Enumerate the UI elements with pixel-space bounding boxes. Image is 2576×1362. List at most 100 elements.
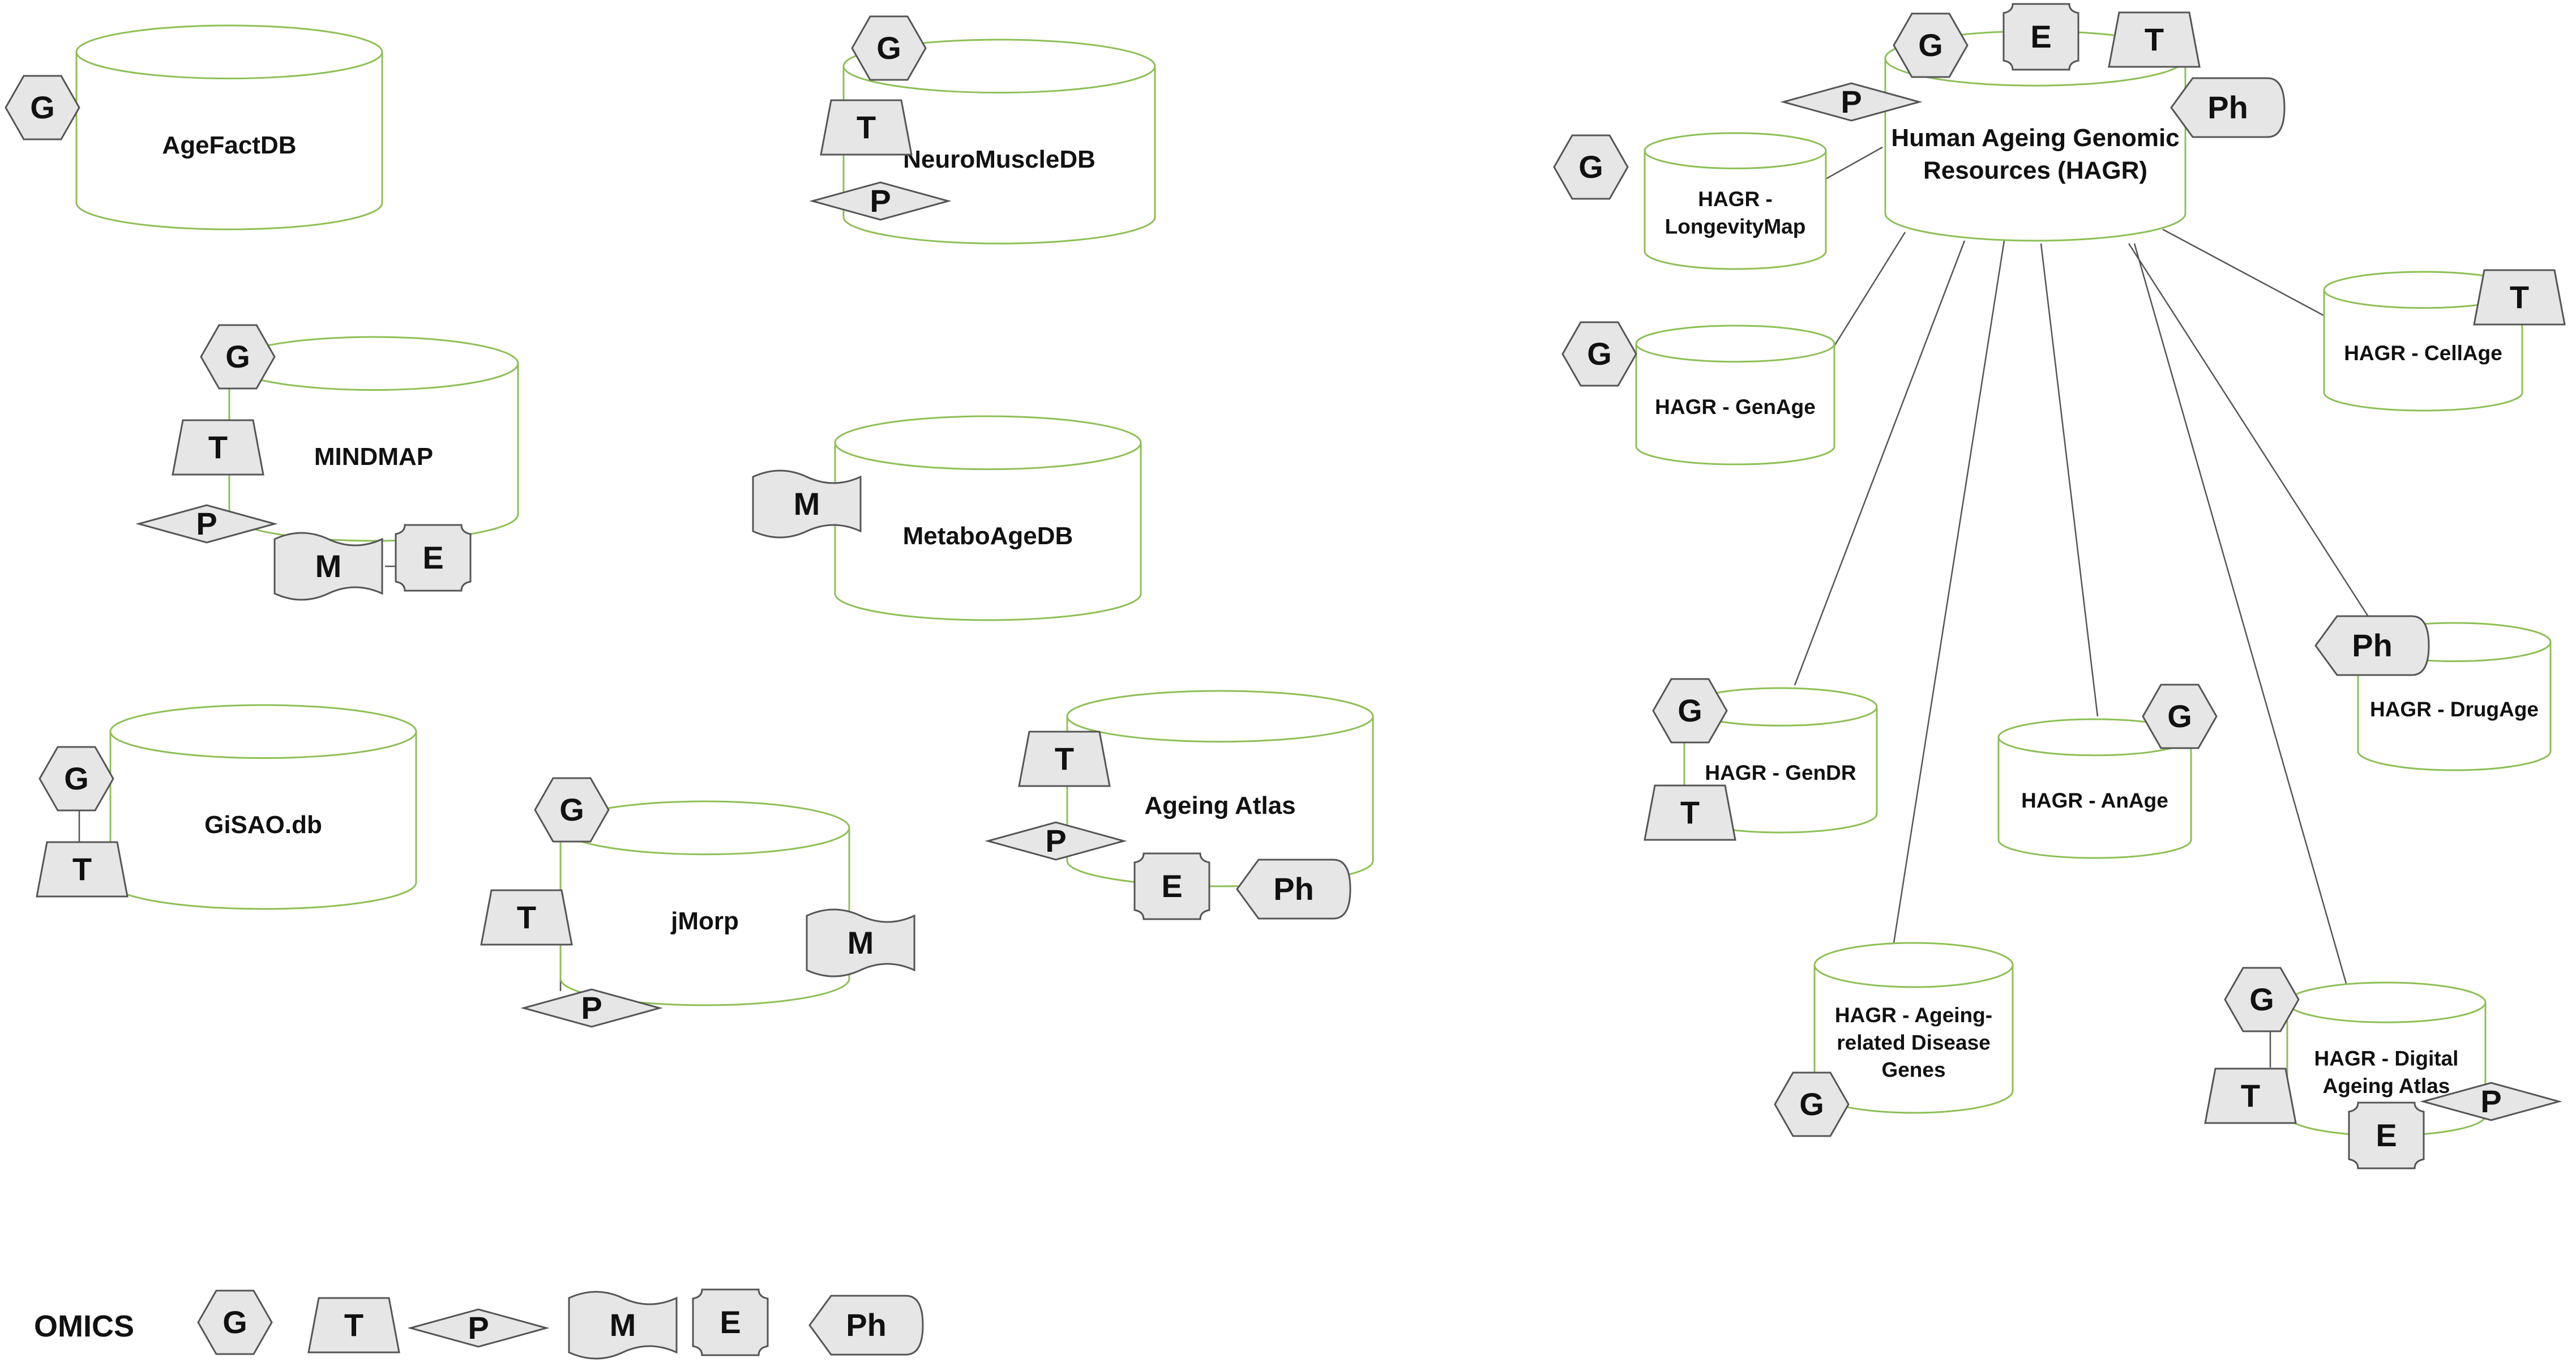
omics-code-label: P [196,506,217,541]
omics-code-label: Ph [2207,89,2248,125]
omics-badge-t-gisao: T [36,841,129,898]
database-name-line: MINDMAP [314,443,433,471]
omics-badge-t-hagr: T [2108,11,2201,68]
database-name-line: Genes [1881,1058,1945,1081]
omics-badge-g-hagr-ageing-related-disease-genes: G [1774,1071,1850,1137]
link-hagr-cellage [2162,228,2327,318]
omics-code-label: E [1161,868,1182,904]
omics-code-label: G [1578,149,1603,185]
omics-code-label: M [610,1307,636,1343]
omics-badge-g-hagr-gendr: G [1652,678,1728,744]
database-hagr-cellage: HAGR - CellAge [2323,271,2523,412]
link-hagr-gendr [1794,240,1966,686]
database-name-line: HAGR - [1698,187,1773,211]
omics-code-label: M [794,486,820,522]
legend-badge-g: G [197,1290,273,1355]
legend-badge-ph: Ph [808,1295,924,1356]
omics-badge-m-metaboagedb: M [752,469,862,539]
database-ageing-atlas: Ageing Atlas [1066,690,1374,887]
link-hagr-drugage [2128,243,2379,632]
omics-code-label: G [559,792,584,827]
omics-badge-t-neuromuscledb: T [820,99,913,156]
database-name-line: AgeFactDB [162,131,296,159]
link-hagr-anage [2040,243,2099,717]
database-name-line: HAGR - Digital [2314,1047,2459,1070]
databases: AgeFactDB NeuroMuscleDB MINDMAP MetaboAgeDB… [75,24,2552,1137]
omics-code-label: T [2241,1078,2260,1113]
omics-badge-p-ageing-atlas: P [985,821,1127,861]
omics-code-label: G [876,30,901,66]
omics-code-label: E [2030,19,2051,54]
database-name-line: HAGR - DrugAge [2370,698,2539,721]
omics-badge-m-jmorp: M [806,908,915,977]
omics-badge-g-jmorp: G [534,777,610,843]
omics-badge-p-jmorp: P [520,988,663,1028]
omics-code-label: T [2145,22,2164,57]
database-name-line: Ageing Atlas [2323,1074,2450,1098]
database-name-line: Human Ageing Genomic [1891,124,2179,152]
omics-badge-p-hagr: P [1780,82,1923,122]
omics-badge-g-hagr-anage: G [2142,684,2218,749]
omics-code-label: Ph [1273,871,1314,907]
omics-code-label: E [720,1304,741,1340]
omics-code-label: G [30,89,55,125]
omics-badge-g-hagr-longevitymap: G [1553,134,1629,200]
omics-badge-t-ageing-atlas: T [1018,731,1111,787]
database-jmorp: jMorp [559,800,850,1006]
omics-code-label: T [857,109,876,145]
omics-badge-ph-hagr: Ph [2170,77,2286,138]
omics-code-label: G [1587,336,1612,372]
database-name-line: NeuroMuscleDB [903,146,1096,173]
database-name-line: MetaboAgeDB [903,522,1073,550]
omics-badge-t-jmorp: T [480,889,573,946]
omics-badge-e-ageing-atlas: E [1133,852,1210,920]
database-name-line: LongevityMap [1665,215,1806,238]
database-metaboagedb: MetaboAgeDB [834,415,1142,621]
database-name-line: related Disease [1837,1031,1991,1054]
database-hagr-longevitymap: HAGR - LongevityMap [1644,132,1827,270]
database-name-line: HAGR - GenAge [1655,395,1816,419]
omics-code-label: G [225,339,250,374]
omics-code-label: T [2510,279,2529,315]
omics-badge-m-mindmap: M [273,532,383,601]
omics-badge-e-mindmap: E [395,524,472,592]
omics-code-label: G [1918,27,1943,63]
omics-code-label: P [468,1310,489,1346]
omics-code-label: P [870,183,891,219]
link-hagr-ageing-related-disease-genes [1893,240,2005,943]
omics-code-label: T [1055,741,1074,776]
omics-badge-p-neuromuscledb: P [809,181,952,221]
database-mindmap: MINDMAP [228,336,519,542]
database-name-line: Ageing Atlas [1144,792,1295,819]
legend-title: OMICS [34,1309,134,1343]
omics-code-label: T [72,851,92,887]
database-hagr-anage: HAGR - AnAge [1997,718,2192,859]
omics-code-label: P [581,990,602,1026]
omics-code-label: Ph [846,1307,887,1343]
omics-badge-g-hagr-genage: G [1561,321,1637,387]
omics-badge-g-agefactdb: G [5,75,80,140]
omics-code-label: G [1678,693,1702,728]
legend-badge-m: M [568,1291,678,1360]
omics-badge-p-hagr-digital-ageing-atlas: P [2420,1082,2562,1121]
omics-code-label: T [208,429,228,465]
database-name-line: HAGR - Ageing- [1835,1004,1992,1027]
omics-code-label: M [315,548,342,584]
legend-badge-p: P [407,1308,550,1348]
database-hagr-genage: HAGR - GenAge [1635,325,1835,466]
database-name-line: HAGR - CellAge [2344,341,2502,365]
omics-code-label: Ph [2352,627,2393,663]
legend-badge-e: E [692,1288,769,1356]
omics-badge-ph-hagr-drugage: Ph [2314,615,2430,676]
omics-code-label: E [2376,1117,2397,1153]
omics-badge-g-hagr: G [1893,12,1969,78]
omics-badge-g-gisao: G [38,746,114,812]
omics-badge-p-mindmap: P [135,504,278,544]
omics-code-label: T [344,1307,363,1343]
database-name-line: jMorp [670,907,739,935]
omics-badge-t-mindmap: T [172,419,264,476]
omics-code-label: G [64,761,89,796]
